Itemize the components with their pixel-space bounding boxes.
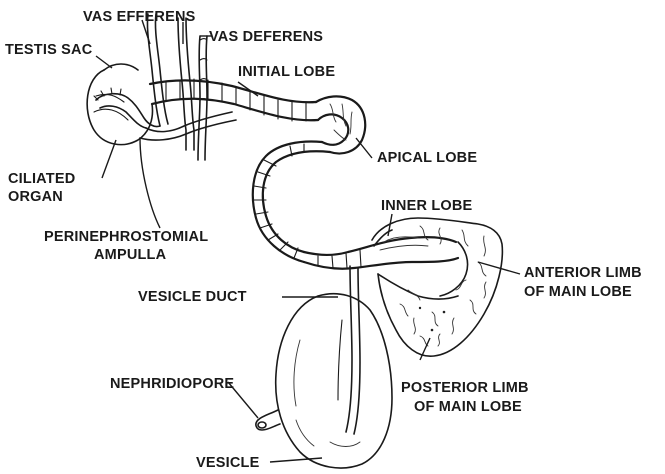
label-anterior-limb-line2: OF MAIN LOBE — [524, 284, 632, 300]
vesicle-sac — [276, 294, 392, 468]
label-posterior-limb-line2: OF MAIN LOBE — [414, 399, 522, 415]
label-perinephrostomial-line1: PERINEPHROSTOMIAL — [44, 229, 208, 245]
label-vas-efferens: VAS EFFERENS — [83, 9, 196, 25]
nephridiopore — [256, 410, 280, 430]
vas-deferens-tube — [198, 36, 207, 160]
label-vas-deferens: VAS DEFERENS — [209, 29, 323, 45]
label-inner-lobe: INNER LOBE — [381, 198, 473, 214]
label-posterior-limb-line1: POSTERIOR LIMB — [401, 380, 529, 396]
initial-lobe — [150, 79, 318, 121]
label-ciliated-organ-line1: CILIATED — [8, 171, 75, 187]
label-anterior-limb-line1: ANTERIOR LIMB — [524, 265, 642, 281]
label-initial-lobe: INITIAL LOBE — [238, 64, 335, 80]
label-nephridiopore: NEPHRIDIOPORE — [110, 376, 234, 392]
label-testis-sac: TESTIS SAC — [5, 42, 93, 58]
inner-lobe — [304, 230, 458, 269]
label-apical-lobe: APICAL LOBE — [377, 150, 477, 166]
label-ciliated-organ-line2: ORGAN — [8, 189, 63, 205]
vesicle-duct — [338, 266, 360, 434]
label-vesicle: VESICLE — [196, 455, 260, 471]
label-perinephrostomial-line2: AMPULLA — [94, 247, 167, 263]
testis-sac — [87, 64, 152, 145]
label-vesicle-duct: VESICLE DUCT — [138, 289, 247, 305]
